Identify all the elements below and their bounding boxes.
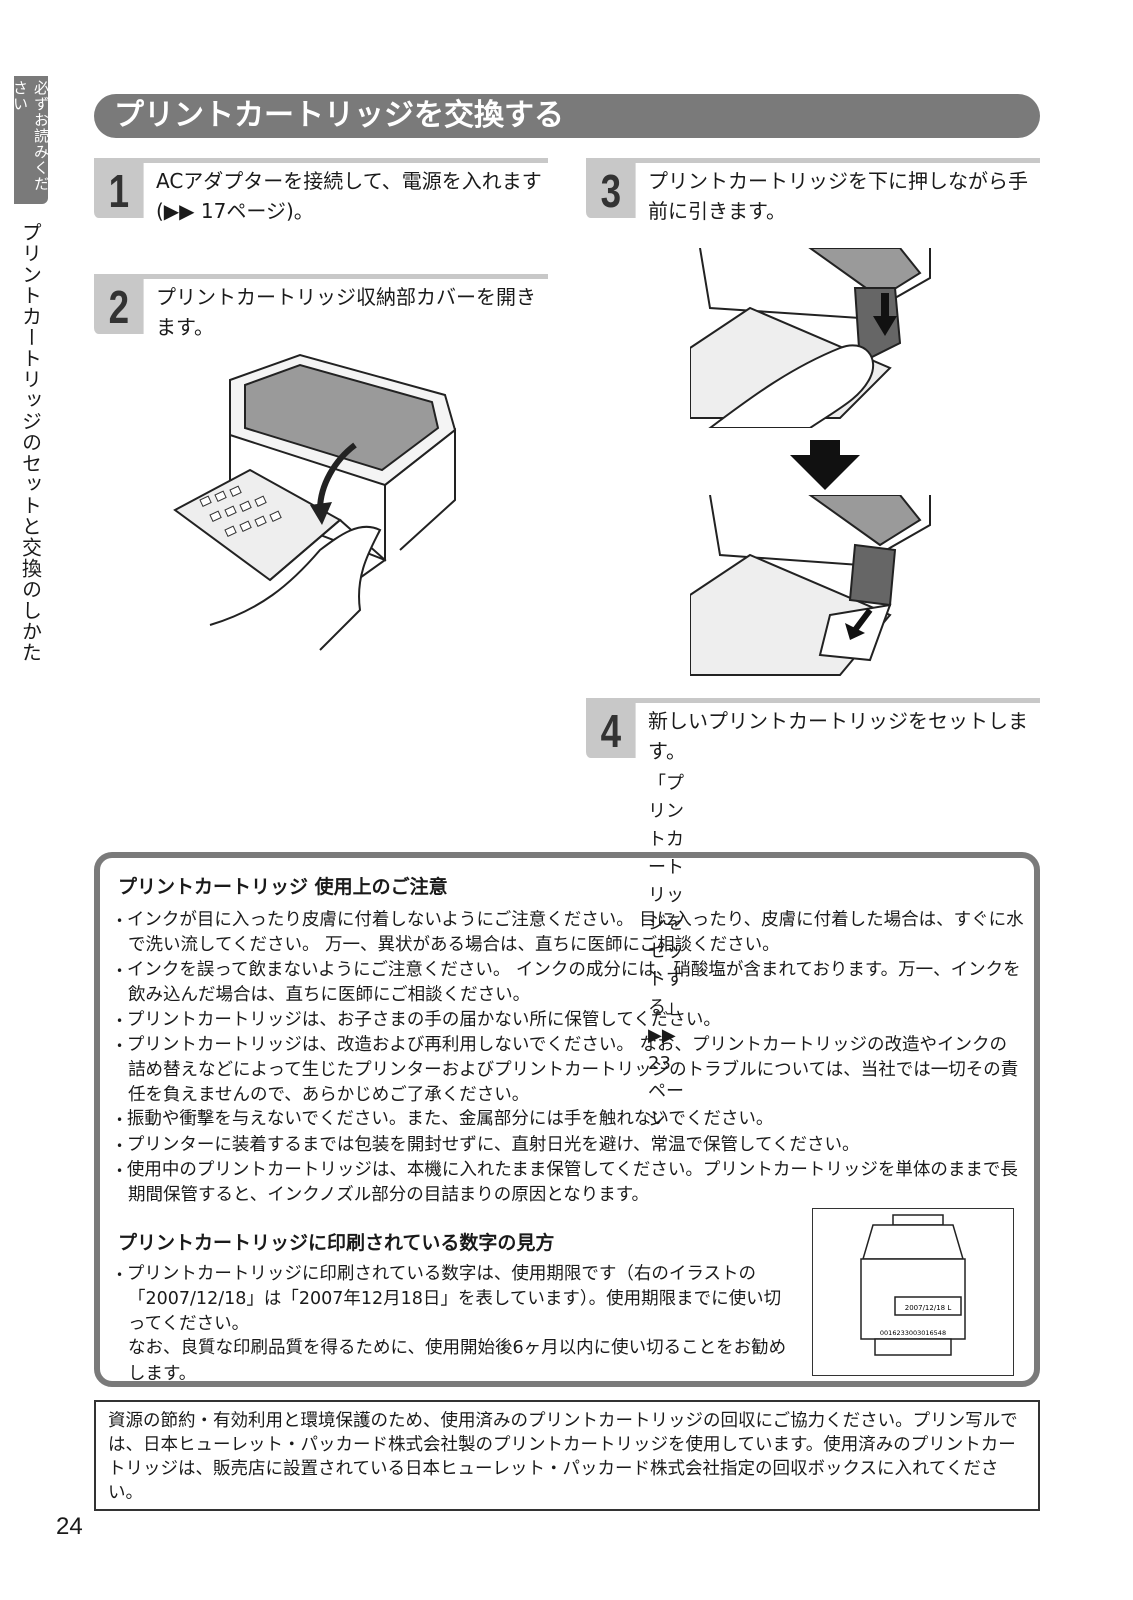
step-text: 新しいプリントカートリッジをセットしま す。 xyxy=(648,709,1028,763)
down-arrow-icon xyxy=(790,440,860,490)
step-number: 2 xyxy=(94,274,144,334)
cartridge-code-label: 0016233003016548 xyxy=(880,1329,946,1337)
cartridge-push-illustration xyxy=(690,248,931,428)
printer-open-cover-illustration xyxy=(173,353,457,651)
numbers-heading: プリントカートリッジに印刷されている数字の見方 xyxy=(118,1232,555,1254)
caution-item: プリントカートリッジは、お子さまの手の届かない所に保管してください。 xyxy=(114,1008,1024,1033)
caution-item: インクが目に入ったり皮膚に付着しないようにご注意ください。 目に入ったり、皮膚に… xyxy=(114,908,1024,958)
step-rule xyxy=(586,158,1040,163)
caution-item: 振動や衝撃を与えないでください。また、金属部分には手を触れないでください。 xyxy=(114,1107,1024,1132)
chapter-label: プリントカートリッジのセットと交換のしかた xyxy=(14,222,48,663)
caution-box: プリントカートリッジ 使用上のご注意 インクが目に入ったり皮膚に付着しないように… xyxy=(94,852,1040,1387)
page-title: プリントカートリッジを交換する xyxy=(94,94,1040,138)
step-number: 3 xyxy=(586,158,636,218)
step-text: プリントカートリッジ収納部カバーを開き ます。 xyxy=(156,285,536,339)
numbers-item-continued: なお、良質な印刷品質を得るために、使用開始後6ヶ月以内に使い切ることをお勧めしま… xyxy=(128,1338,787,1384)
section-tab-label: 必ずお読みください xyxy=(11,80,50,192)
caution-item: インクを誤って飲まないようにご注意ください。 インクの成分には、硝酸塩が含まれて… xyxy=(114,958,1024,1008)
caution-item: 使用中のプリントカートリッジは、本機に入れたまま保管してください。プリントカート… xyxy=(114,1158,1024,1208)
cartridge-label-figure: 2007/12/18 L 0016233003016548 xyxy=(812,1208,1014,1376)
caution-heading: プリントカートリッジ 使用上のご注意 xyxy=(118,876,448,898)
section-tab: 必ずお読みください xyxy=(11,76,50,204)
step-rule xyxy=(94,158,548,163)
caution-list: インクが目に入ったり皮膚に付着しないようにご注意ください。 目に入ったり、皮膚に… xyxy=(114,908,1024,1208)
step-number: 1 xyxy=(94,158,144,218)
cartridge-date-label: 2007/12/18 L xyxy=(905,1304,952,1312)
cartridge-icon: 2007/12/18 L 0016233003016548 xyxy=(860,1214,966,1356)
step-rule xyxy=(586,698,1040,703)
numbers-item: プリントカートリッジに印刷されている数字は、使用期限です（右のイラストの「200… xyxy=(114,1262,794,1336)
chapter-label-text: プリントカートリッジのセットと交換のしかた xyxy=(18,222,43,663)
caution-item: プリンターに装着するまでは包装を開封せずに、直射日光を避け、常温で保管してくださ… xyxy=(114,1133,1024,1158)
numbers-list: プリントカートリッジに印刷されている数字は、使用期限です（右のイラストの「200… xyxy=(114,1262,794,1386)
recycle-notice: 資源の節約・有効利用と環境保護のため、使用済みのプリントカートリッジの回収にご協… xyxy=(94,1400,1040,1511)
step-number: 4 xyxy=(586,698,636,758)
step-rule xyxy=(94,274,548,279)
step-text: プリントカートリッジを下に押しながら手 前に引きます。 xyxy=(648,169,1028,223)
page-number: 24 xyxy=(56,1513,83,1540)
cartridge-pulled-illustration xyxy=(690,495,931,676)
caution-item: プリントカートリッジは、改造および再利用しないでください。 なお、プリントカート… xyxy=(114,1033,1024,1107)
step-text: ACアダプターを接続して、電源を入れます (▶▶ 17ページ)。 xyxy=(156,169,542,223)
